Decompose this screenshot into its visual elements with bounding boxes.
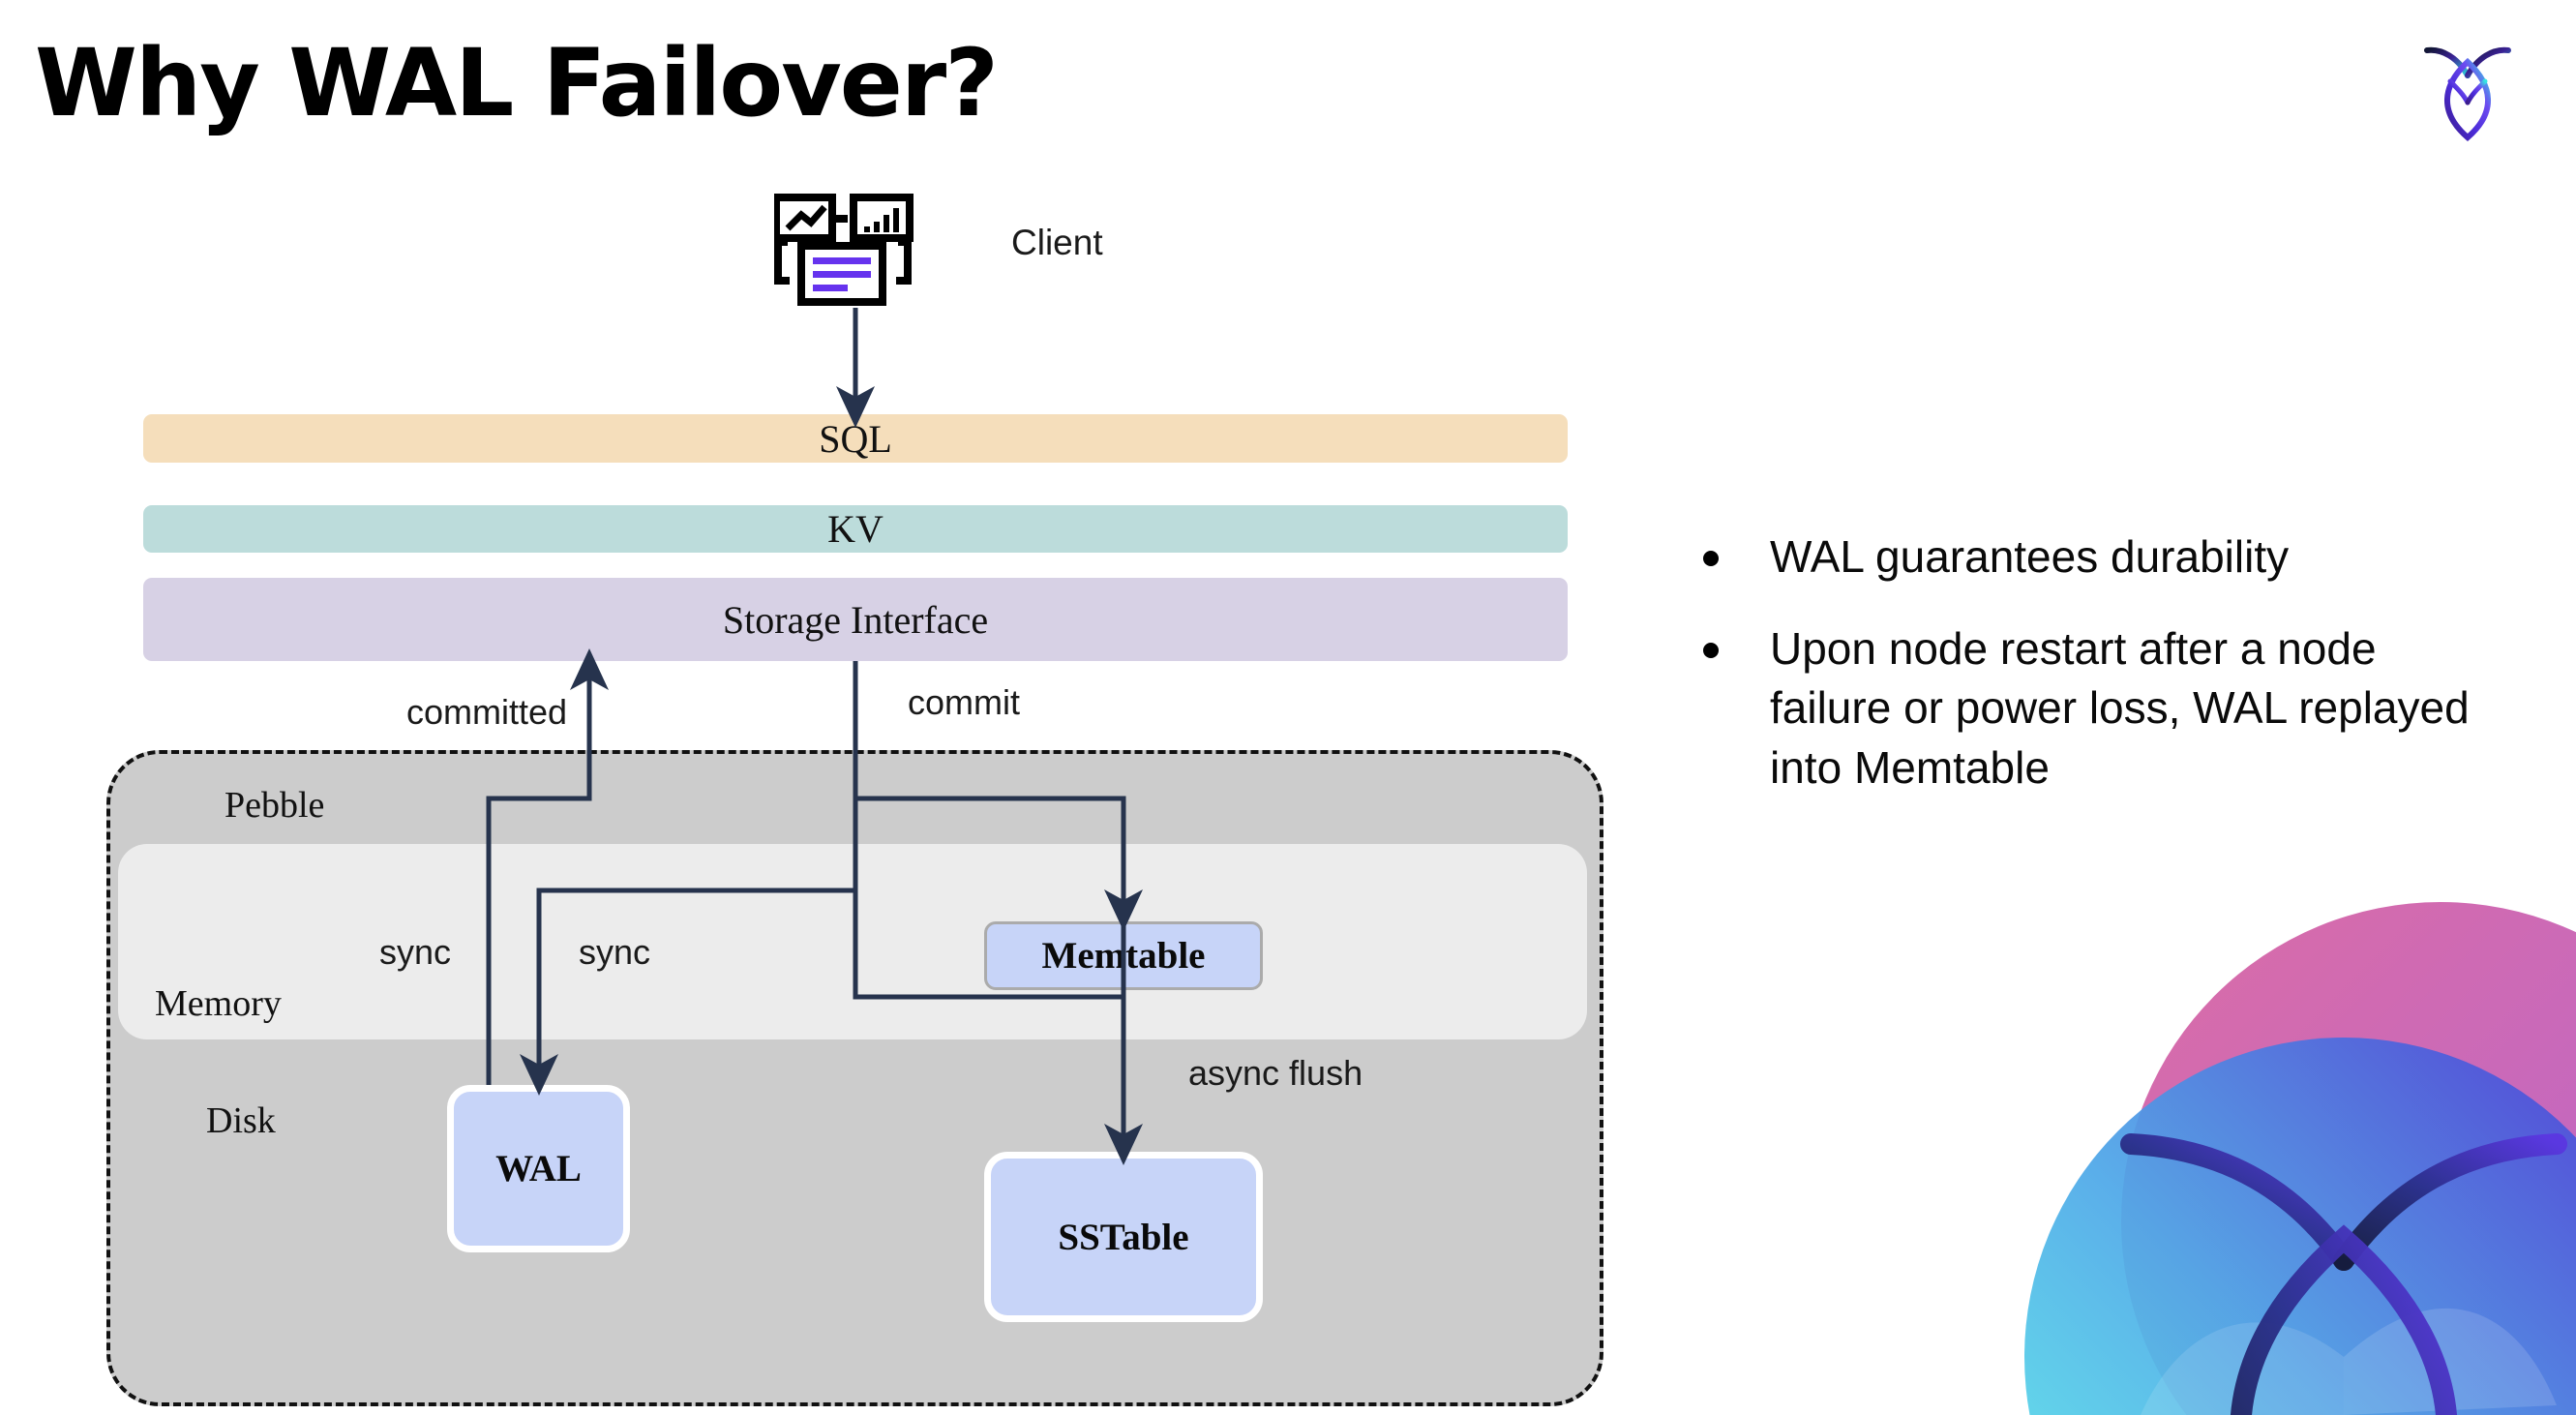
node-memtable-label: Memtable bbox=[1041, 935, 1206, 977]
node-wal: WAL bbox=[447, 1085, 630, 1252]
layer-bar-storage-label: Storage Interface bbox=[722, 597, 989, 642]
node-memtable: Memtable bbox=[984, 921, 1263, 990]
bullet-list: WAL guarantees durability Upon node rest… bbox=[1703, 527, 2506, 830]
layer-bar-sql: SQL bbox=[143, 414, 1568, 463]
layer-bar-storage-interface: Storage Interface bbox=[143, 578, 1568, 661]
client-dashboard-icon bbox=[772, 194, 929, 310]
cockroachdb-circles-artwork bbox=[1937, 902, 2576, 1415]
node-sstable: SSTable bbox=[984, 1152, 1263, 1322]
edge-label-async-flush: async flush bbox=[1188, 1053, 1363, 1093]
edge-label-sync-left: sync bbox=[379, 932, 452, 972]
layer-bar-kv-label: KV bbox=[827, 507, 884, 551]
layer-bar-kv: KV bbox=[143, 505, 1568, 553]
list-item: Upon node restart after a node failure o… bbox=[1703, 619, 2506, 798]
pebble-label: Pebble bbox=[225, 785, 325, 826]
bullet-text: WAL guarantees durability bbox=[1770, 531, 2290, 582]
memory-label: Memory bbox=[155, 983, 282, 1024]
edge-label-committed: committed bbox=[406, 692, 568, 732]
disk-label: Disk bbox=[206, 1100, 276, 1141]
bullet-text: Upon node restart after a node failure o… bbox=[1770, 623, 2470, 793]
edge-label-sync-right: sync bbox=[579, 932, 651, 972]
edge-label-commit: commit bbox=[908, 682, 1020, 722]
list-item: WAL guarantees durability bbox=[1703, 527, 2506, 587]
node-sstable-label: SSTable bbox=[1058, 1216, 1189, 1258]
page-title: Why WAL Failover? bbox=[35, 29, 999, 137]
node-wal-label: WAL bbox=[495, 1148, 582, 1189]
memory-region bbox=[118, 844, 1587, 1039]
bullet-dot-icon bbox=[1703, 643, 1719, 659]
cockroachdb-logo-icon bbox=[2410, 29, 2526, 145]
layer-bar-sql-label: SQL bbox=[819, 416, 892, 461]
client-label: Client bbox=[1011, 223, 1103, 262]
bullet-dot-icon bbox=[1703, 551, 1719, 566]
